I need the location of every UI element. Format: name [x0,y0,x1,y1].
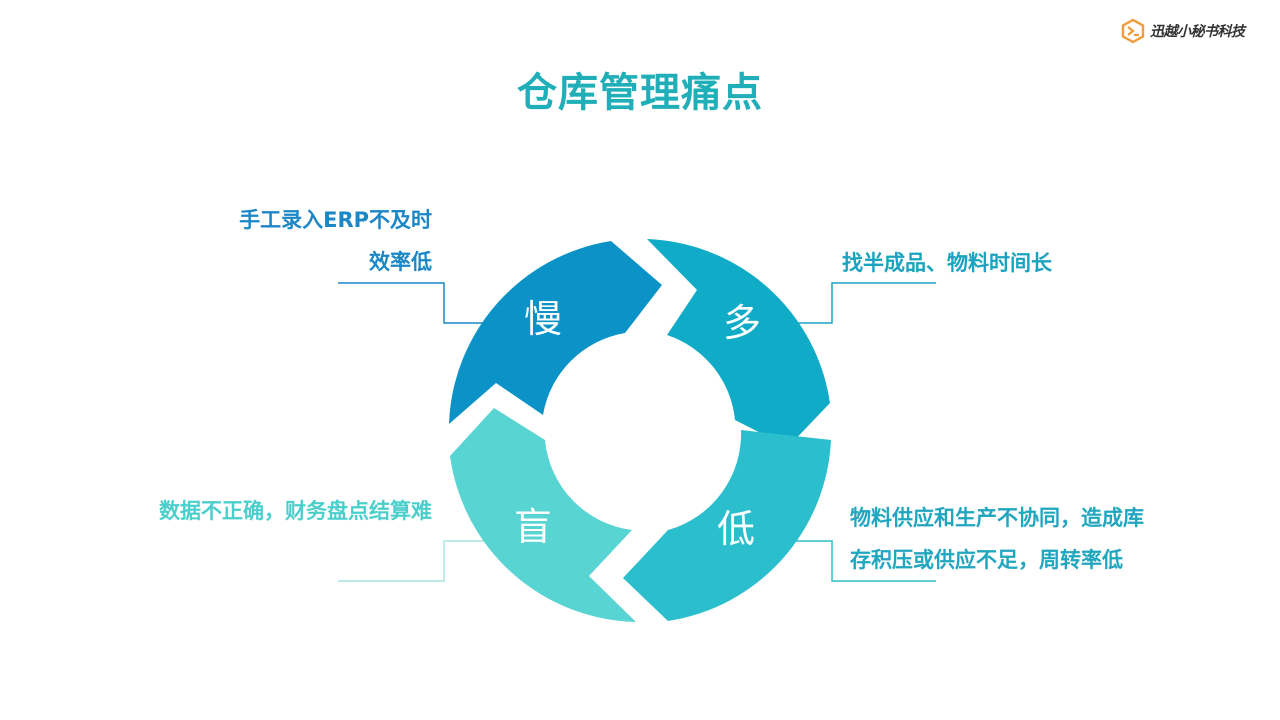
connector-blind [338,540,486,582]
page-title: 仓库管理痛点 [517,70,763,116]
segment-many-char: 多 [723,301,761,345]
desc-slow: 手工录入ERP不及时 效率低 [120,199,432,283]
brand-name: 迅越小秘书科技 [1150,24,1245,40]
connector-low [795,540,936,582]
segment-slow-char: 慢 [524,297,562,341]
segment-many [647,239,830,447]
segment-low-char: 低 [717,507,755,551]
connector-slow [338,282,486,324]
desc-low-line-2: 存积压或供应不足，周转率低 [850,548,1123,572]
desc-slow-line-2: 效率低 [369,250,432,274]
desc-low: 物料供应和生产不协同，造成库 存积压或供应不足，周转率低 [850,497,1144,581]
desc-many: 找半成品、物料时间长 [842,242,1052,284]
desc-many-line-1: 找半成品、物料时间长 [842,251,1052,275]
desc-blind: 数据不正确，财务盘点结算难 [60,490,432,532]
segment-low [623,430,831,621]
desc-slow-line-1: 手工录入ERP不及时 [239,208,432,232]
desc-blind-line-1: 数据不正确，财务盘点结算难 [159,499,432,523]
brand: 迅越小秘书科技 [1120,16,1245,46]
segment-blind [450,408,636,622]
desc-low-line-1: 物料供应和生产不协同，造成库 [850,506,1144,530]
connector-many [795,282,936,324]
segment-slow [449,241,662,424]
segment-blind-char: 盲 [514,505,552,549]
brand-logo-icon [1121,18,1145,44]
